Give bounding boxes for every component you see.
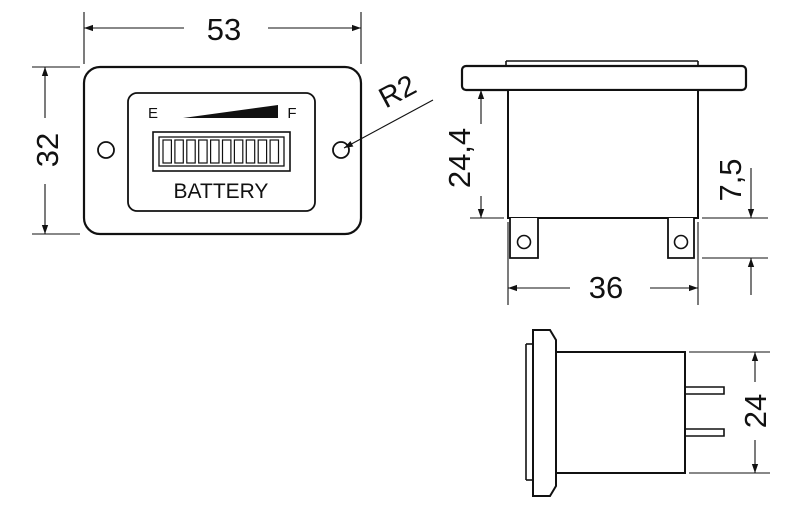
terminal-right-hole	[673, 234, 689, 250]
lcd-segment	[233, 139, 244, 164]
mounting-hole-left	[97, 141, 115, 159]
body-height-dimension: 24,4	[442, 128, 477, 188]
body-depth-dimension: 24	[738, 394, 773, 428]
lcd-bar-inner	[158, 136, 285, 167]
side-dimensions	[470, 89, 768, 305]
empty-label: E	[148, 105, 158, 122]
side-flange	[460, 64, 748, 92]
body-width-dimension: 36	[589, 270, 623, 305]
lcd-segment	[162, 139, 172, 164]
top-view-body	[555, 351, 686, 474]
mounting-hole-right	[332, 141, 350, 159]
radius-dimension: R2	[374, 69, 422, 115]
top-view	[525, 329, 725, 497]
lcd-segment	[269, 139, 280, 164]
lcd-bar-frame	[152, 131, 291, 172]
front-dimensions	[32, 12, 434, 235]
display-window	[127, 92, 316, 212]
terminal-right	[667, 218, 695, 259]
side-body	[507, 89, 699, 219]
lcd-segment	[198, 139, 208, 164]
top-view-terminal-lower	[685, 428, 725, 437]
lcd-segment	[257, 139, 268, 164]
lcd-segments	[162, 139, 280, 164]
battery-caption: BATTERY	[174, 180, 269, 203]
top-dimensions	[689, 351, 770, 474]
top-view-flange	[532, 329, 557, 497]
radius-leader	[343, 99, 434, 149]
front-view	[82, 65, 363, 236]
terminal-left	[509, 218, 539, 259]
full-label: F	[287, 105, 296, 122]
width-dimension: 53	[207, 12, 241, 47]
lcd-segment	[210, 139, 220, 164]
side-view	[460, 60, 748, 259]
level-wedge-icon	[183, 105, 278, 118]
top-view-terminal-upper	[685, 386, 725, 395]
lcd-segment	[221, 139, 232, 164]
lcd-segment	[245, 139, 256, 164]
lcd-segment	[174, 139, 184, 164]
terminal-left-hole	[516, 234, 532, 250]
height-dimension: 32	[30, 133, 65, 167]
terminal-height-dimension: 7,5	[713, 158, 748, 201]
lcd-segment	[186, 139, 196, 164]
